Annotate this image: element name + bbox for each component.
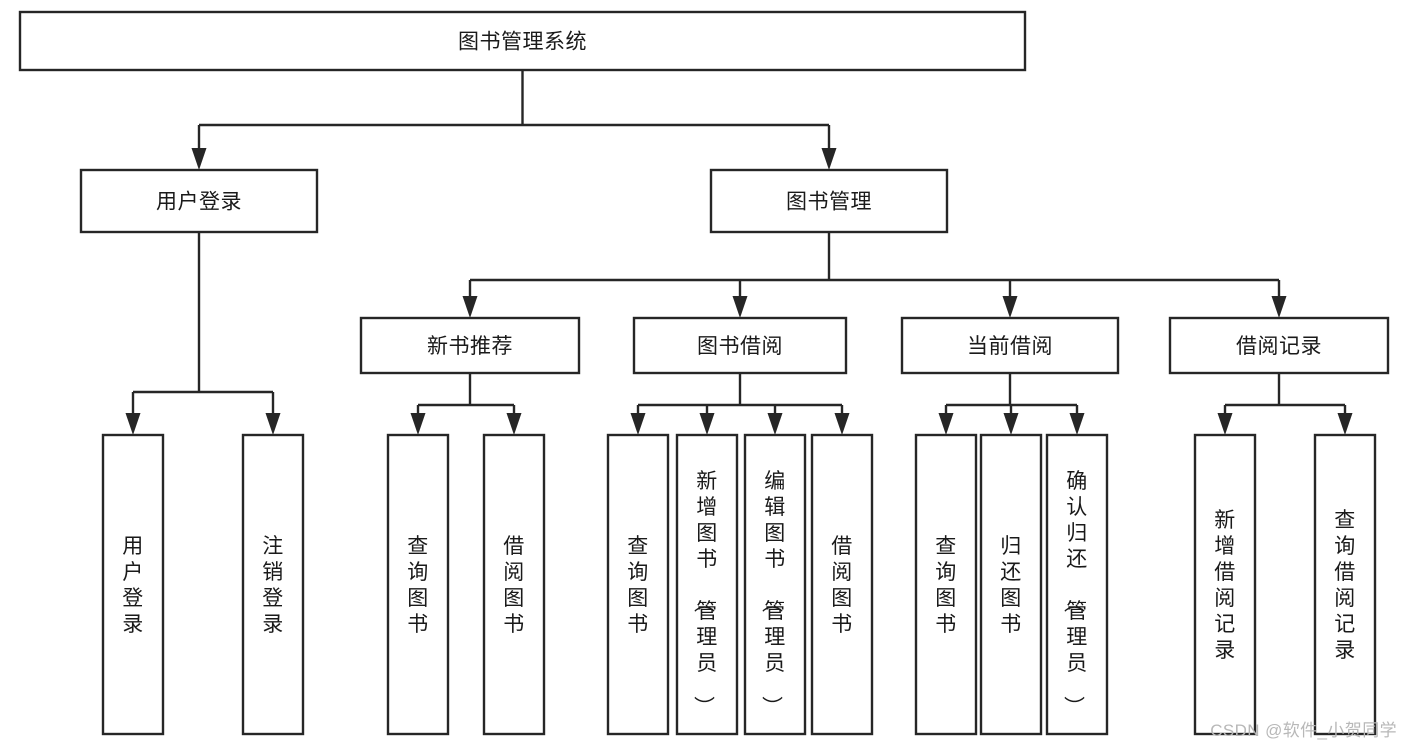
node-label-root: 图书管理系统: [458, 31, 587, 54]
node-leaf-user-login[interactable]: 用户登录: [101, 433, 165, 736]
node-leaf-query-book-rec[interactable]: 查询图书: [386, 433, 450, 736]
arrow-head-icon: [506, 413, 522, 435]
node-label-leaf-query-record: 查询借阅记录: [1334, 509, 1356, 662]
node-box-borrow-record[interactable]: [1168, 316, 1390, 375]
node-box-leaf-edit-book[interactable]: [743, 433, 807, 736]
node-borrow-record[interactable]: 借阅记录: [1168, 316, 1390, 375]
node-box-leaf-return-book[interactable]: [979, 433, 1043, 736]
node-leaf-return-book[interactable]: 归还图书: [979, 433, 1043, 736]
node-label-leaf-user-login: 用户登录: [122, 535, 144, 636]
node-leaf-borrow-book-rec[interactable]: 借阅图书: [482, 433, 546, 736]
node-label-current-borrow: 当前借阅: [967, 335, 1053, 358]
node-box-leaf-add-book[interactable]: [675, 433, 739, 736]
node-leaf-query-record[interactable]: 查询借阅记录: [1313, 433, 1377, 736]
node-leaf-edit-book[interactable]: 编辑图书（管理员）: [743, 433, 807, 736]
node-box-leaf-query-book-rec[interactable]: [386, 433, 450, 736]
node-leaf-borrow-book[interactable]: 借阅图书: [810, 433, 874, 736]
arrow-head-icon: [938, 413, 954, 435]
node-label-book-borrow: 图书借阅: [697, 335, 783, 358]
node-box-leaf-confirm-return[interactable]: [1045, 433, 1109, 736]
node-label-leaf-add-book: 新增图书（管理员）: [691, 470, 718, 718]
arrow-head-icon: [1271, 296, 1287, 318]
node-leaf-add-record[interactable]: 新增借阅记录: [1193, 433, 1257, 736]
arrow-head-icon: [1002, 296, 1018, 318]
node-label-borrow-record: 借阅记录: [1236, 335, 1322, 358]
node-box-leaf-query-record[interactable]: [1313, 433, 1377, 736]
node-box-leaf-add-record[interactable]: [1193, 433, 1257, 736]
arrow-head-icon: [834, 413, 850, 435]
node-label-leaf-query-book-borrow: 查询图书: [627, 535, 649, 636]
arrow-head-icon: [191, 148, 207, 170]
connector-group-root-to-level1: [191, 70, 837, 170]
node-user-login[interactable]: 用户登录: [79, 168, 319, 234]
node-label-leaf-add-record: 新增借阅记录: [1214, 509, 1236, 662]
node-leaf-confirm-return[interactable]: 确认归还（管理员）: [1045, 433, 1109, 736]
arrow-head-icon: [1217, 413, 1233, 435]
connector-group-book-borrow-to-leaves: [630, 373, 850, 435]
arrow-head-icon: [1069, 413, 1085, 435]
connector-group-borrow-record-to-leaves: [1217, 373, 1353, 435]
arrow-head-icon: [410, 413, 426, 435]
node-label-book-manage: 图书管理: [786, 191, 872, 214]
arrow-head-icon: [265, 413, 281, 435]
arrow-head-icon: [821, 148, 837, 170]
node-current-borrow[interactable]: 当前借阅: [900, 316, 1120, 375]
arrow-head-icon: [732, 296, 748, 318]
node-book-borrow[interactable]: 图书借阅: [632, 316, 848, 375]
node-label-leaf-return-book: 归还图书: [1000, 535, 1022, 636]
connector-layer: [125, 70, 1353, 435]
node-label-user-login: 用户登录: [156, 191, 242, 214]
node-leaf-query-book-current[interactable]: 查询图书: [914, 433, 978, 736]
node-leaf-query-book-borrow[interactable]: 查询图书: [606, 433, 670, 736]
arrow-head-icon: [630, 413, 646, 435]
node-box-leaf-query-book-borrow[interactable]: [606, 433, 670, 736]
node-label-leaf-edit-book: 编辑图书（管理员）: [759, 470, 786, 718]
node-leaf-add-book[interactable]: 新增图书（管理员）: [675, 433, 739, 736]
node-box-leaf-borrow-book[interactable]: [810, 433, 874, 736]
arrow-head-icon: [462, 296, 478, 318]
connector-group-current-borrow-to-leaves: [938, 373, 1085, 435]
node-leaf-logout[interactable]: 注销登录: [241, 433, 305, 736]
node-box-user-login[interactable]: [79, 168, 319, 234]
node-label-leaf-query-book-current: 查询图书: [935, 535, 957, 636]
node-box-book-manage[interactable]: [709, 168, 949, 234]
arrow-head-icon: [1003, 413, 1019, 435]
connector-group-user-login-to-leaves: [125, 232, 281, 435]
node-label-leaf-logout: 注销登录: [262, 535, 284, 636]
node-label-leaf-confirm-return: 确认归还（管理员）: [1061, 470, 1088, 718]
node-box-leaf-borrow-book-rec[interactable]: [482, 433, 546, 736]
node-new-book-rec[interactable]: 新书推荐: [359, 316, 581, 375]
node-root[interactable]: 图书管理系统: [18, 10, 1027, 72]
node-box-leaf-logout[interactable]: [241, 433, 305, 736]
connector-group-book-manage-to-level2: [462, 232, 1287, 318]
node-box-book-borrow[interactable]: [632, 316, 848, 375]
node-box-leaf-query-book-current[interactable]: [914, 433, 978, 736]
connector-group-new-book-rec-to-leaves: [410, 373, 522, 435]
node-book-manage[interactable]: 图书管理: [709, 168, 949, 234]
node-label-leaf-borrow-book: 借阅图书: [831, 535, 853, 636]
node-label-new-book-rec: 新书推荐: [427, 335, 513, 358]
node-box-new-book-rec[interactable]: [359, 316, 581, 375]
node-label-leaf-borrow-book-rec: 借阅图书: [503, 535, 525, 636]
arrow-head-icon: [125, 413, 141, 435]
node-box-current-borrow[interactable]: [900, 316, 1120, 375]
node-box-root[interactable]: [18, 10, 1027, 72]
node-box-leaf-user-login[interactable]: [101, 433, 165, 736]
arrow-head-icon: [767, 413, 783, 435]
arrow-head-icon: [699, 413, 715, 435]
node-label-leaf-query-book-rec: 查询图书: [407, 535, 429, 636]
arrow-head-icon: [1337, 413, 1353, 435]
node-layer: 图书管理系统用户登录图书管理新书推荐图书借阅当前借阅借阅记录用户登录注销登录查询…: [18, 10, 1390, 736]
